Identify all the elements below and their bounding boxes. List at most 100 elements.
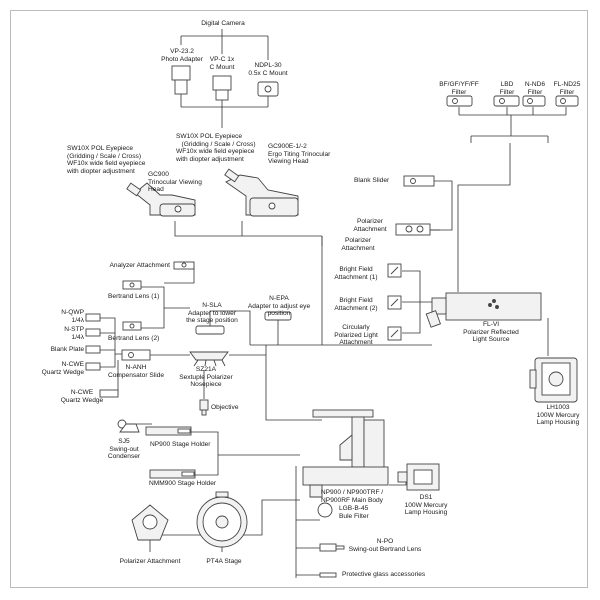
- label-blank-slider: Blank Slider: [354, 177, 390, 184]
- ds1-lamp-housing-icon: [397, 463, 440, 491]
- bright-field-1-icon: [387, 263, 402, 278]
- np900-main-body-icon: [302, 409, 389, 498]
- label-bertrand-lens-2: Bertrand Lens (2): [108, 335, 160, 342]
- polarizer-attachment-bottom-icon: [131, 504, 169, 541]
- flvi-light-source-icon: [425, 292, 542, 328]
- blank-plate-icon: [85, 345, 101, 354]
- filter-lbd-icon: [493, 95, 520, 107]
- label-circular-polarizer: Circularly Polarized Light Attachment: [334, 324, 378, 347]
- bertrand-lens-1-icon: [122, 280, 142, 290]
- label-lh1003-lamp-housing: LH1003 100W Mercury Lamp Housing: [536, 404, 580, 427]
- connection-lines: [100, 29, 567, 578]
- line-heads-main: [174, 221, 322, 237]
- objective-icon: [199, 399, 209, 416]
- label-polarizer-attachment-top: Polarizer Attachment: [353, 218, 387, 233]
- label-nsla-adapter: N-SLA Adapter to lower the stage positio…: [186, 302, 238, 325]
- label-vp232-photo-adapter: VP-23.2 Photo Adapter: [161, 48, 203, 63]
- label-bright-field-2: Bright Field Attachment (2): [334, 297, 378, 312]
- label-sj5-condenser: SJ5 Swing-out Condenser: [107, 438, 141, 461]
- line-filter-to-light: [457, 143, 511, 292]
- line-nsla: [209, 310, 251, 345]
- label-sz21a-nosepiece: SZ21A Sextuple Polarizer Nosepiece: [179, 366, 233, 389]
- ndpl30-c-mount-icon: [257, 81, 279, 97]
- label-lgb-filter: LGB-B-45 Bule Filter: [339, 505, 369, 520]
- protective-glass-icon: [319, 572, 337, 578]
- label-ds1-lamp-housing: DS1 100W Mercury Lamp Housing: [404, 494, 448, 517]
- label-blank-plate: Blank Plate: [50, 346, 84, 353]
- label-filter-bfgf: BF/GF/YF/FF Filter: [439, 81, 479, 96]
- analyzer-attachment-icon: [173, 261, 195, 270]
- nmm900-stage-holder-icon: [149, 469, 196, 479]
- line-camera-tree: [180, 29, 269, 60]
- label-ncwe-quartz-wedge: N-CWE Quartz Wedge: [41, 361, 84, 376]
- label-flvi-light-source: FL-VI Polarizer Reflected Light Source: [463, 321, 519, 344]
- label-nmm900-stage-holder: NMM900 Stage Holder: [149, 480, 217, 487]
- line-bf-bracket: [402, 270, 432, 334]
- blank-slider-icon: [403, 175, 435, 187]
- label-vpc-c-mount: VP-C 1x C Mount: [209, 56, 235, 71]
- label-objective: Objective: [211, 404, 239, 411]
- np900-stage-holder-icon: [145, 426, 192, 436]
- ncwe-wedge-icon: [85, 362, 101, 371]
- label-sw10x-eyepiece-right: SW10X POL Eyepiece (Gridding / Scale / C…: [176, 133, 256, 163]
- line-waveplates: [100, 317, 127, 368]
- label-bright-field-1: Bright Field Attachment (1): [334, 266, 378, 281]
- label-digital-camera: Digital Camera: [201, 20, 245, 27]
- diagram-frame: [10, 10, 588, 588]
- gc900e-ergo-head-icon: [224, 168, 299, 217]
- lgb-filter-icon: [317, 502, 333, 518]
- label-np900-stage-holder: NP900 Stage Holder: [150, 441, 211, 448]
- line-analyzer: [164, 266, 195, 284]
- label-filter-flnd25: FL-ND25 Filter: [553, 81, 581, 96]
- vpc-c-mount-icon: [212, 75, 232, 101]
- label-pt4a-stage: PT4A Stage: [206, 558, 242, 565]
- label-nqwp: N-QWP 1/4λ: [61, 309, 84, 324]
- line-filter-tree: [458, 107, 567, 143]
- filter-bfgf-icon: [446, 95, 473, 107]
- label-gc900-head: GC900 Trinocular Viewing Head: [148, 171, 202, 194]
- npo-bertrand-lens-icon: [319, 543, 345, 552]
- ncwe-quartz-wedge-2-icon: [99, 389, 119, 398]
- sz21a-nosepiece-icon: [189, 351, 229, 367]
- label-np900-main-body: NP900 / NP900TRF / NP900RF Main Body: [320, 489, 384, 504]
- nstp-plate-icon: [85, 328, 101, 337]
- label-protective-glass: Protective glass accessories: [342, 571, 426, 578]
- label-gc900e-head: GC900E-1/-2 Ergo Titing Trinocular Viewi…: [268, 143, 331, 166]
- circular-polarizer-icon: [387, 326, 402, 341]
- line-nosepiece: [229, 345, 322, 421]
- label-nepa-adapter: N-EPA Adapter to adjust eye position: [247, 295, 311, 318]
- nsla-adapter-icon: [195, 325, 225, 335]
- polarizer-attachment-icon: [395, 223, 431, 236]
- nepa-adapter-icon: [264, 311, 292, 321]
- vp232-photo-adapter-icon: [171, 65, 191, 95]
- label-npo-bertrand-lens: N-PO Swing-out Bertrand Lens: [348, 538, 422, 553]
- lh1003-lamp-housing-icon: [529, 357, 578, 403]
- gc900-trinocular-head-icon: [126, 182, 196, 217]
- label-polarizer-attachment-mid: Polarizer Attachment: [341, 237, 375, 252]
- label-filter-lbd: LBD Filter: [499, 81, 515, 96]
- nanh-compensator-icon: [121, 349, 151, 361]
- label-polarizer-attachment-bottom: Polarizer Attachment: [119, 558, 181, 565]
- label-ndpl30-c-mount: NDPL-30 0.5x C Mount: [248, 62, 288, 77]
- filter-flnd25-icon: [555, 95, 579, 107]
- parts: [85, 65, 579, 578]
- label-analyzer-attachment: Analyzer Attachment: [109, 262, 170, 269]
- filter-nnd6-icon: [522, 95, 546, 107]
- bertrand-lens-2-icon: [122, 321, 142, 331]
- pt4a-stage-icon: [196, 491, 248, 548]
- nqwp-plate-icon: [85, 313, 101, 322]
- line-adapter-eyepieces: [180, 94, 269, 128]
- label-nanh-compensator: N-ANH Compensator Slide: [107, 364, 165, 379]
- sj5-condenser-icon: [117, 419, 140, 433]
- line-stage-holders: [191, 431, 300, 476]
- label-ncwe-quartz-wedge-2: N-CWE Quartz Wedge: [60, 389, 104, 404]
- label-sw10x-eyepiece-left: SW10X POL Eyepiece (Gridding / Scale / C…: [67, 145, 146, 175]
- label-filter-nnd6: N-ND6 Filter: [524, 81, 546, 96]
- label-bertrand-lens-1: Bertrand Lens (1): [108, 293, 160, 300]
- line-bertrand-bracket: [141, 286, 190, 329]
- line-accessories: [295, 466, 320, 578]
- line-blank-slider: [430, 180, 453, 231]
- label-nstp: N-STP 1/4λ: [64, 326, 84, 341]
